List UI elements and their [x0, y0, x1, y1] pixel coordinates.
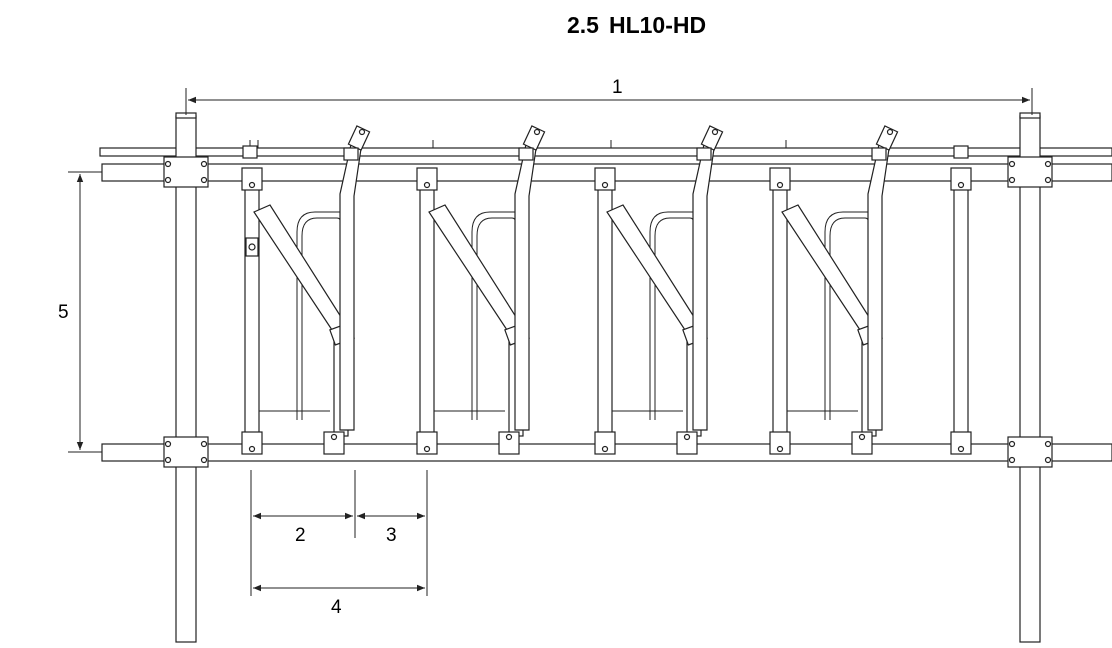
clamp-bolt	[1044, 456, 1052, 464]
end-bracket	[950, 167, 972, 191]
stall-unit	[769, 125, 899, 455]
stall-unit	[594, 125, 724, 455]
diagram-title: 2.5 HL10-HD	[567, 12, 716, 39]
lower-bracket	[676, 431, 698, 455]
neck-diagonal	[606, 204, 702, 337]
dimension-height: 5	[58, 171, 102, 453]
lower-bracket-bolt	[858, 433, 866, 441]
clamp-bolt	[200, 456, 208, 464]
head-bolt	[358, 128, 366, 136]
end-bracket-bolt	[957, 445, 965, 453]
post-clamp	[1007, 436, 1053, 468]
post-cap	[1019, 112, 1041, 119]
clamp-bolt	[200, 176, 208, 184]
post-bracket	[594, 431, 616, 455]
clamp-bolt	[164, 440, 172, 448]
bracket-bolt	[776, 445, 784, 453]
lower-bracket	[851, 431, 873, 455]
top-thin-rail	[99, 147, 1112, 157]
post-bracket	[769, 431, 791, 455]
bracket-bolt	[248, 445, 256, 453]
top-collar	[518, 147, 534, 161]
lower-bracket-bolt	[683, 433, 691, 441]
clamp-bolt	[1044, 176, 1052, 184]
neck-diagonal	[253, 204, 349, 337]
label-gap-width: 3	[386, 525, 397, 546]
post-clamp	[1007, 156, 1053, 188]
clamp-bolt	[164, 456, 172, 464]
label-stall-width: 2	[295, 525, 306, 546]
clamp-bolt	[1008, 176, 1016, 184]
lower-bracket-bolt	[505, 433, 513, 441]
post-bracket	[241, 167, 263, 191]
head-bolt	[533, 128, 541, 136]
swing-bar	[867, 139, 891, 431]
end-post	[953, 169, 969, 451]
end-post-unit	[950, 145, 972, 455]
head-bolt	[711, 128, 719, 136]
clamp-bolt	[1044, 160, 1052, 168]
end-bracket-bolt	[957, 181, 965, 189]
clamp-bolt	[1008, 160, 1016, 168]
clamp-bolt	[200, 160, 208, 168]
swing-bar	[692, 139, 716, 431]
top-collar	[343, 147, 359, 161]
clamp-bolt	[200, 440, 208, 448]
post-bracket	[769, 167, 791, 191]
neck-diagonal	[428, 204, 524, 337]
clamp-bolt	[164, 160, 172, 168]
clamp-bolt	[1008, 456, 1016, 464]
lower-bracket	[498, 431, 520, 455]
swing-bar	[514, 139, 538, 431]
clamp-bolt	[164, 176, 172, 184]
model-name: HL10-HD	[608, 12, 707, 38]
clamp-bolt	[1008, 440, 1016, 448]
dimension-overall-length: 1	[185, 77, 1033, 115]
bracket-bolt	[423, 181, 431, 189]
top-collar	[696, 147, 712, 161]
end-latch	[242, 140, 259, 257]
neck-diagonal	[781, 204, 877, 337]
label-height: 5	[58, 302, 69, 323]
left-post	[175, 115, 197, 643]
right-post	[1019, 115, 1041, 643]
frame-posts	[163, 112, 1053, 643]
lower-bracket-bolt	[330, 433, 338, 441]
post-bracket	[241, 431, 263, 455]
section-number: 2.5	[567, 12, 599, 38]
bracket-bolt	[601, 181, 609, 189]
post-clamp	[163, 436, 209, 468]
clamp-bolt	[1044, 440, 1052, 448]
stall-unit	[416, 125, 546, 455]
stall-units	[241, 125, 972, 455]
post-bracket	[416, 431, 438, 455]
bracket-bolt	[423, 445, 431, 453]
head-bolt	[886, 128, 894, 136]
label-overall-length: 1	[612, 77, 623, 98]
post-bracket	[416, 167, 438, 191]
bracket-bolt	[601, 445, 609, 453]
dimension-stall: 2 3 4	[250, 470, 428, 618]
bracket-bolt	[776, 181, 784, 189]
bracket-bolt	[248, 181, 256, 189]
end-top-collar	[953, 145, 969, 159]
end-bracket	[950, 431, 972, 455]
swing-bar	[339, 139, 363, 431]
top-collar	[871, 147, 887, 161]
post-clamp	[163, 156, 209, 188]
lower-bracket	[323, 431, 345, 455]
label-stall-pitch: 4	[331, 597, 342, 618]
post-bracket	[594, 167, 616, 191]
